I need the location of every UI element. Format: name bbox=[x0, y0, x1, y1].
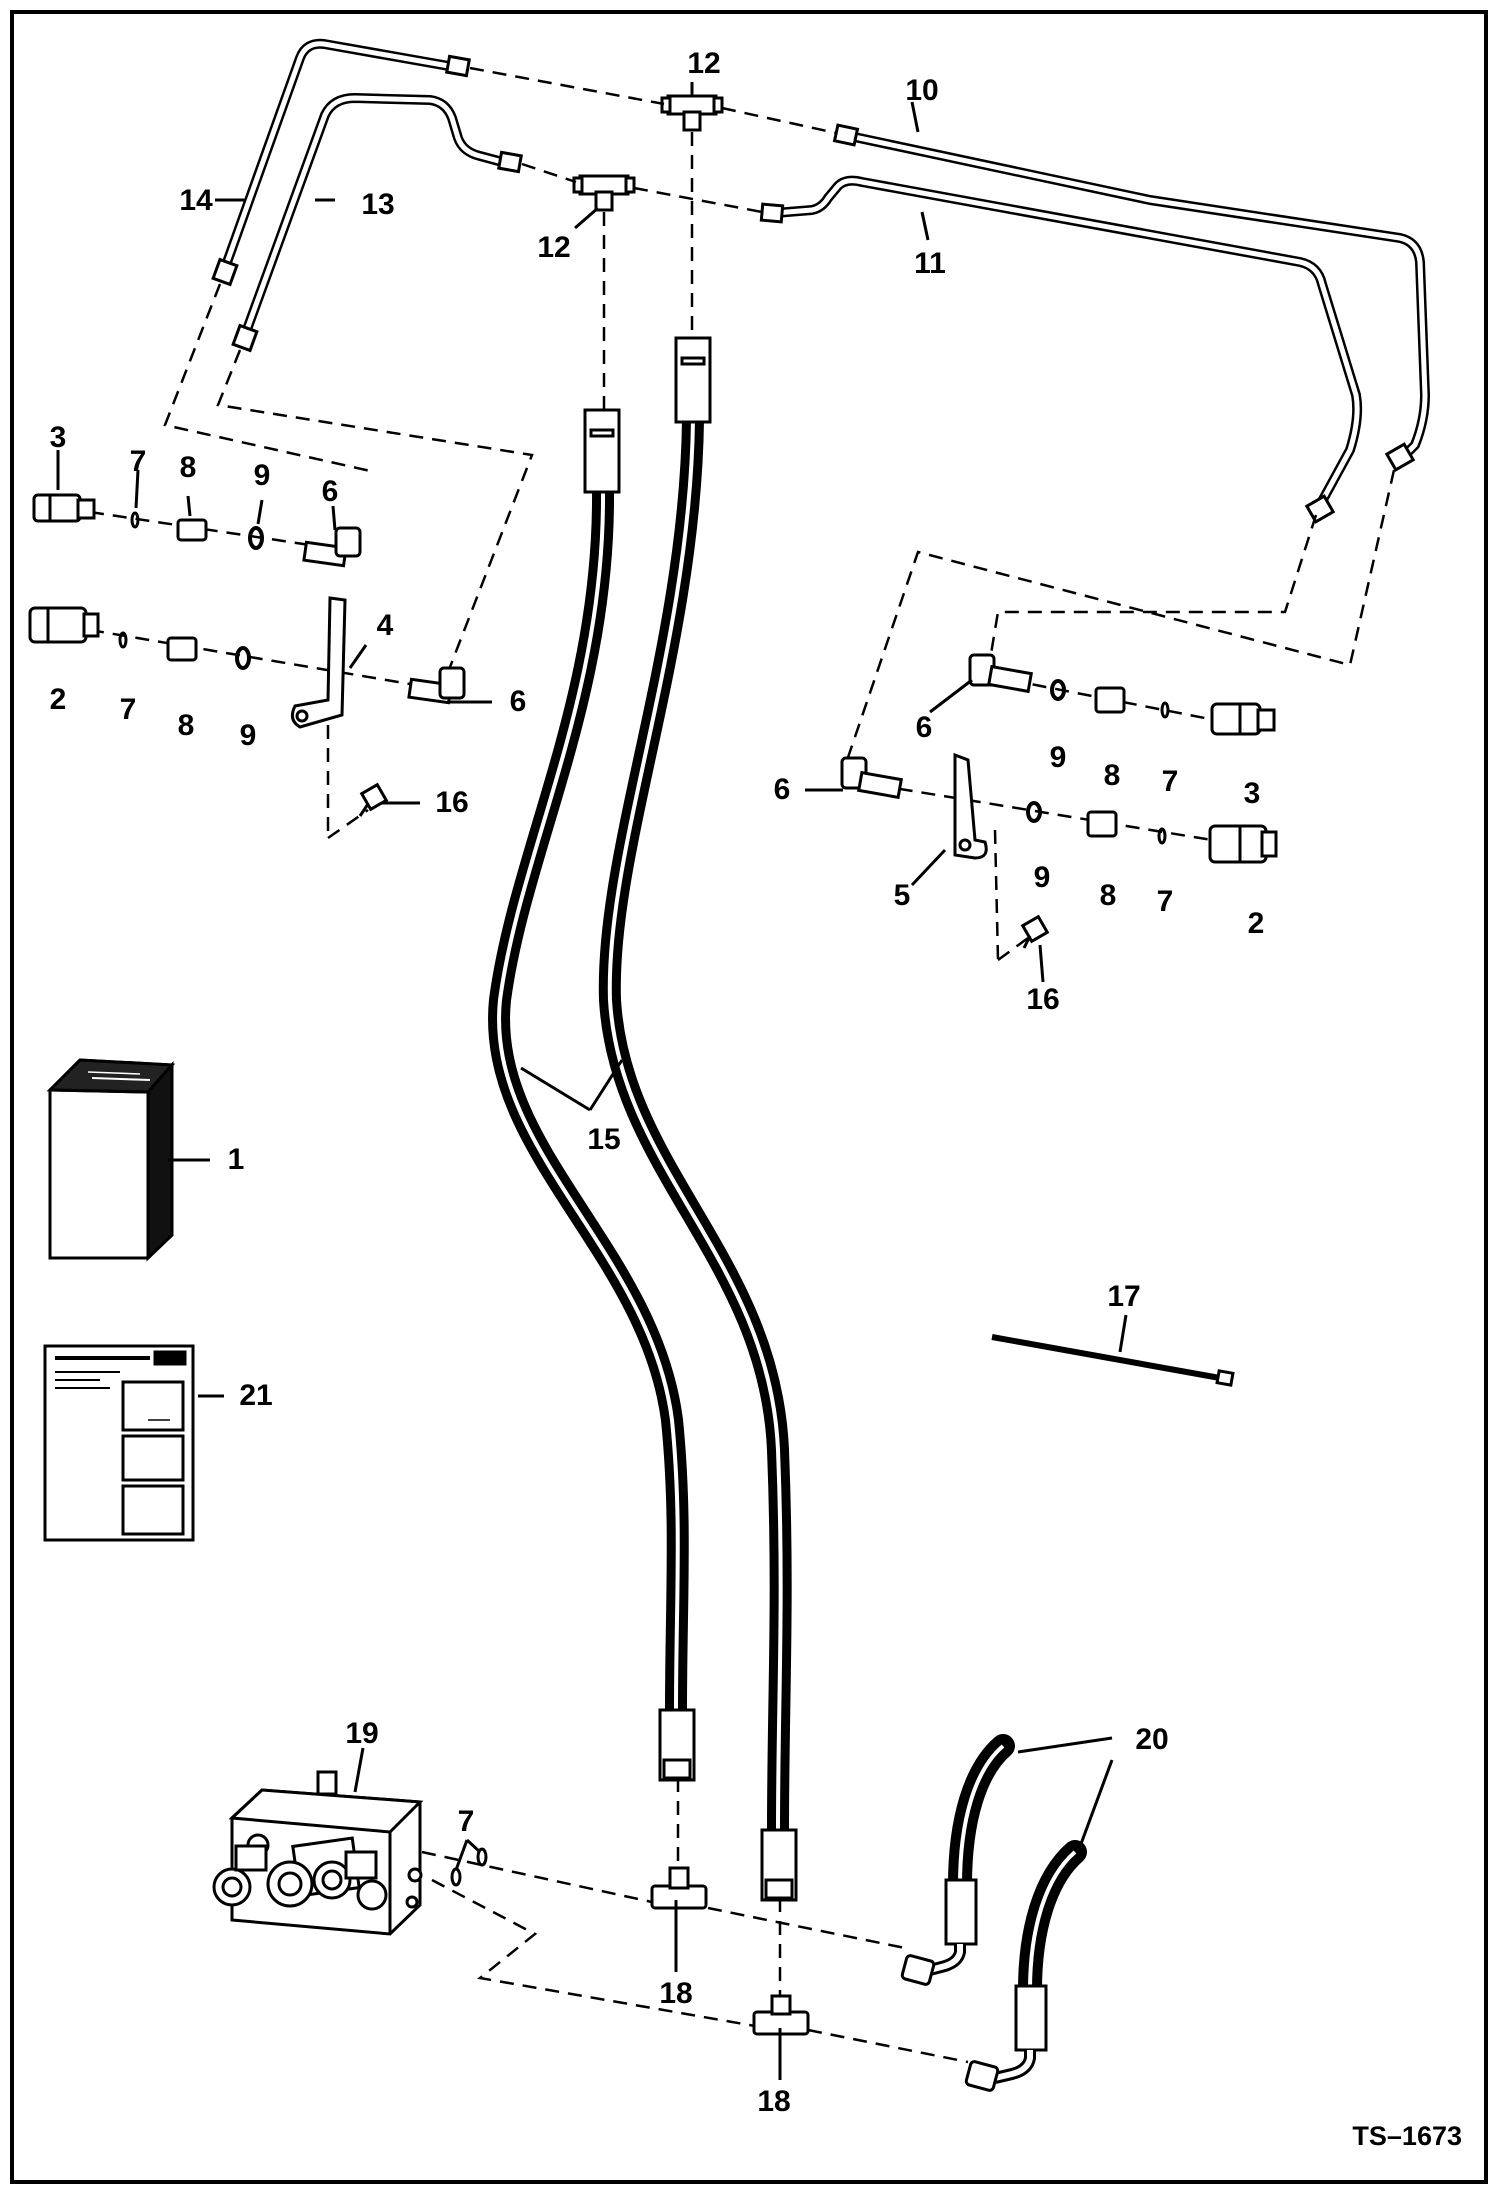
hose-end-fittings bbox=[583, 336, 798, 1902]
callout-9-b: 9 bbox=[239, 719, 257, 752]
callout-12-lower: 12 bbox=[537, 231, 571, 264]
oring-9-c bbox=[1050, 679, 1066, 701]
adapter-8-d bbox=[1086, 810, 1118, 838]
tee-18-upper bbox=[650, 1866, 708, 1910]
callout-15: 15 bbox=[587, 1123, 621, 1156]
dashed-connections bbox=[89, 66, 1396, 2064]
item-17-cable-tie bbox=[991, 1334, 1235, 1387]
callout-7-b: 7 bbox=[119, 693, 137, 726]
leader-lines bbox=[56, 82, 1128, 2080]
callout-7-e: 7 bbox=[457, 1805, 475, 1838]
tee-12-upper bbox=[660, 94, 724, 132]
adapter-8-b bbox=[166, 636, 198, 662]
callout-19: 19 bbox=[345, 1717, 379, 1750]
callout-12-upper: 12 bbox=[687, 47, 721, 80]
screw-16-left bbox=[358, 782, 389, 817]
callout-20: 20 bbox=[1135, 1723, 1169, 1756]
bracket-4 bbox=[290, 596, 347, 729]
callout-17: 17 bbox=[1107, 1280, 1141, 1313]
tube-11 bbox=[770, 175, 1363, 510]
item-19-valve bbox=[212, 1770, 424, 1936]
callout-7-d: 7 bbox=[1156, 885, 1174, 918]
coupler-2-left bbox=[28, 606, 100, 644]
callout-21: 21 bbox=[239, 1379, 273, 1412]
callout-3-right: 3 bbox=[1243, 777, 1261, 810]
callout-6-d: 6 bbox=[773, 773, 791, 806]
callout-7-a: 7 bbox=[129, 445, 147, 478]
oring-7-c bbox=[1160, 701, 1170, 719]
hose-15-left bbox=[488, 479, 689, 1721]
oring-7-e-upper bbox=[476, 1847, 488, 1867]
elbow-6-a bbox=[302, 526, 362, 568]
callout-1: 1 bbox=[227, 1143, 245, 1176]
figure-code: TS–1673 bbox=[1352, 2121, 1462, 2151]
callout-5: 5 bbox=[893, 879, 911, 912]
oring-9-a bbox=[248, 526, 264, 550]
adapter-8-a bbox=[176, 518, 208, 542]
callout-9-d: 9 bbox=[1033, 861, 1051, 894]
callout-7-c: 7 bbox=[1161, 765, 1179, 798]
tube-nuts bbox=[211, 54, 1416, 524]
callout-13: 13 bbox=[361, 188, 395, 221]
oring-9-d bbox=[1026, 801, 1042, 823]
hose-15-right bbox=[598, 409, 792, 1841]
elbow-6-c bbox=[968, 653, 1033, 694]
tee-18-lower bbox=[752, 1994, 810, 2036]
tee-12-lower bbox=[572, 174, 636, 212]
callout-3-left: 3 bbox=[49, 421, 67, 454]
callout-8-d: 8 bbox=[1099, 879, 1117, 912]
callout-16-right: 16 bbox=[1026, 983, 1060, 1016]
tube-13 bbox=[240, 93, 515, 340]
callout-11: 11 bbox=[914, 247, 946, 280]
screw-16-right bbox=[1020, 914, 1050, 949]
hose-20-upper bbox=[900, 1734, 1015, 1986]
hose-20-lower bbox=[964, 1840, 1087, 2092]
callout-4: 4 bbox=[376, 609, 394, 642]
callout-2-right: 2 bbox=[1247, 907, 1265, 940]
coupler-3-left bbox=[32, 493, 96, 523]
adapter-8-c bbox=[1094, 686, 1126, 714]
tube-10 bbox=[840, 130, 1430, 465]
item-21-manual bbox=[43, 1344, 195, 1542]
oring-7-e-lower bbox=[450, 1867, 462, 1887]
callout-18-upper: 18 bbox=[659, 1977, 693, 2010]
oring-7-b bbox=[118, 631, 128, 649]
coupler-3-right bbox=[1210, 702, 1276, 736]
callout-16-left: 16 bbox=[435, 786, 469, 819]
coupler-2-right bbox=[1208, 824, 1278, 864]
oring-7-a bbox=[130, 511, 140, 529]
callout-6-b: 6 bbox=[509, 685, 527, 718]
callout-8-c: 8 bbox=[1103, 759, 1121, 792]
bracket-5 bbox=[953, 752, 988, 860]
item-1-box bbox=[46, 1058, 176, 1262]
oring-9-b bbox=[235, 646, 251, 670]
oring-7-d bbox=[1157, 827, 1167, 845]
frame-border bbox=[10, 10, 1488, 2184]
callout-8-b: 8 bbox=[177, 709, 195, 742]
tube-14 bbox=[220, 38, 465, 273]
callout-9-a: 9 bbox=[253, 459, 271, 492]
callout-6-c: 6 bbox=[915, 711, 933, 744]
callout-9-c: 9 bbox=[1049, 741, 1067, 774]
elbow-6-d bbox=[840, 756, 903, 800]
elbow-6-b bbox=[407, 666, 466, 705]
callout-14: 14 bbox=[179, 184, 213, 217]
callout-6-a: 6 bbox=[321, 475, 339, 508]
callout-10: 10 bbox=[905, 74, 939, 107]
callout-18-lower: 18 bbox=[757, 2085, 791, 2118]
callout-8-a: 8 bbox=[179, 451, 197, 484]
callout-2-left: 2 bbox=[49, 683, 67, 716]
